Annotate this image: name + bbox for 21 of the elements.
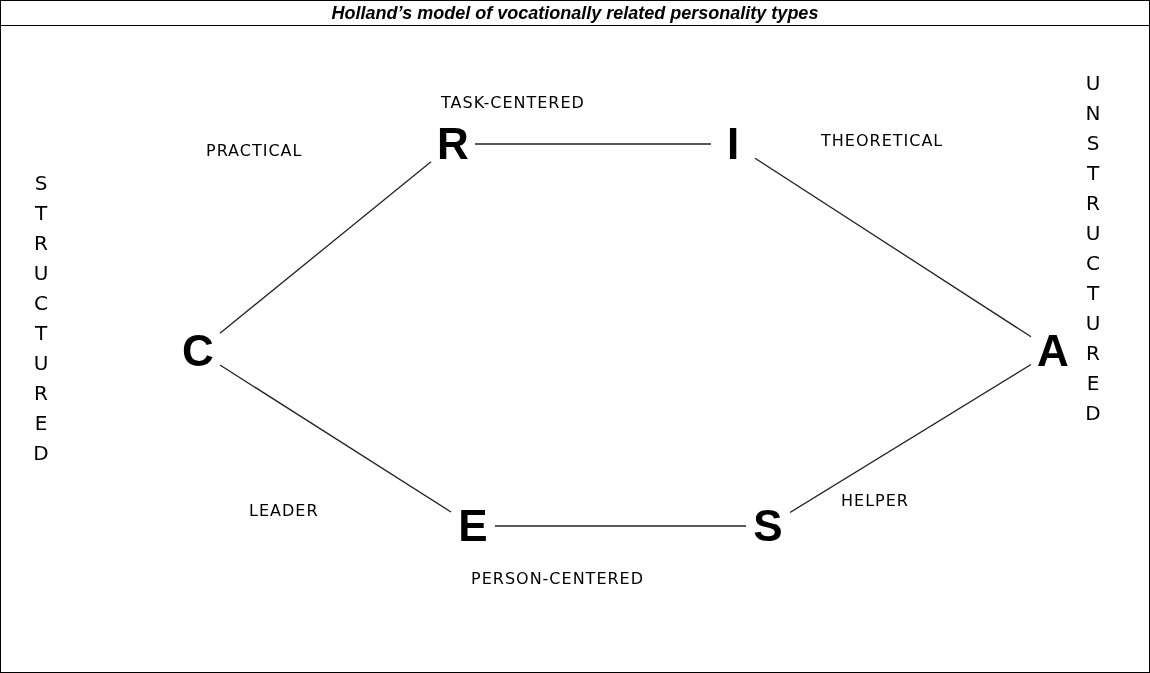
vertex-letter: I [711, 119, 755, 169]
axis-label: TASK-CENTERED [441, 93, 585, 112]
vertex-letter: E [451, 501, 495, 551]
trait-label: LEADER [249, 501, 319, 520]
trait-label: THEORETICAL [821, 131, 944, 150]
hexagon-side [219, 364, 452, 513]
vertex-letter: S [746, 501, 790, 551]
hexagon-side [474, 143, 712, 145]
vertex-letter: C [176, 326, 220, 376]
hexagon-side [754, 157, 1032, 338]
trait-label: HELPER [841, 491, 909, 510]
vertex-letter: R [431, 119, 475, 169]
axis-label: PERSON-CENTERED [471, 569, 645, 588]
vertex-letter: A [1031, 326, 1075, 376]
axis-label: STRUCTURED [29, 171, 53, 471]
hexagon-side [219, 161, 432, 334]
hexagon-side [789, 363, 1032, 514]
trait-label: PRACTICAL [206, 141, 303, 160]
hexagon-side [494, 525, 747, 527]
axis-label: UNSTRUCTURED [1081, 71, 1105, 431]
diagram-title: Holland’s model of vocationally related personality types [1, 1, 1149, 26]
